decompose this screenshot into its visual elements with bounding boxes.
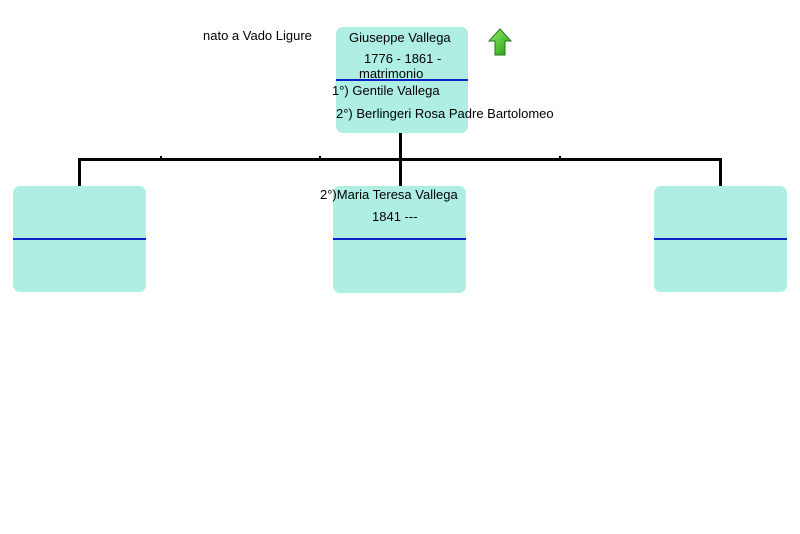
root-separator bbox=[336, 79, 468, 81]
child-left-connector bbox=[78, 158, 81, 187]
root-connector-line bbox=[399, 133, 402, 161]
bar-tick bbox=[559, 156, 561, 159]
child-right-separator bbox=[654, 238, 787, 240]
up-arrow-icon[interactable] bbox=[488, 28, 512, 56]
birthplace-label: nato a Vado Ligure bbox=[203, 28, 312, 43]
bar-tick bbox=[160, 156, 162, 159]
child-left-separator bbox=[13, 238, 146, 240]
spouse-second: 2°) Berlingeri Rosa Padre Bartolomeo bbox=[336, 106, 554, 121]
marriage-label: matrimonio bbox=[359, 66, 424, 81]
spouse-first: 1°) Gentile Vallega bbox=[332, 83, 440, 98]
child-middle-name[interactable]: 2°)Maria Teresa Vallega bbox=[320, 187, 458, 202]
root-person-name[interactable]: Giuseppe Vallega bbox=[349, 30, 451, 45]
root-person-dates: 1776 - 1861 - bbox=[364, 51, 442, 66]
bar-tick bbox=[319, 156, 321, 159]
child-middle-connector bbox=[399, 158, 402, 187]
child-middle-dates: 1841 --- bbox=[372, 209, 418, 224]
child-middle-separator bbox=[333, 238, 466, 240]
child-right-connector bbox=[719, 158, 722, 187]
